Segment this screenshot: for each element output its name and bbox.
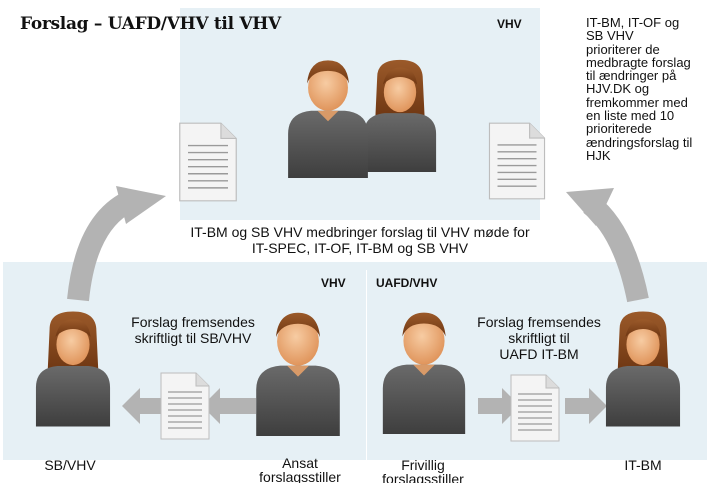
right-panel-tag: UAFD/VHV — [376, 276, 438, 290]
sbvhv-label: SB/VHV — [44, 457, 96, 473]
top-panel — [180, 8, 540, 220]
arrow-icon — [202, 388, 256, 424]
left-panel-tag: VHV — [321, 276, 346, 290]
ansat-label: Ansat forslagsstiller — [259, 456, 341, 483]
female-person-icon — [34, 304, 112, 432]
itbm-label: IT-BM — [624, 457, 662, 473]
male-person-icon — [282, 52, 374, 178]
right-panel-text: Forslag fremsendes skriftligt til UAFD I… — [477, 314, 601, 362]
meeting-text: IT-BM og SB VHV medbringer forslag til V… — [190, 224, 530, 256]
arrow-icon — [122, 388, 164, 424]
side-note: IT-BM, IT-OF og SB VHV prioriterer de me… — [586, 15, 693, 163]
bottom-panel — [3, 262, 707, 460]
document-icon — [488, 122, 546, 200]
top-panel-tag: VHV — [497, 17, 522, 31]
document-icon — [510, 374, 560, 442]
document-icon — [178, 122, 238, 202]
page-title: Forslag – UAFD/VHV til VHV — [20, 14, 281, 34]
frivillig-label: Frivillig forslagsstiller — [382, 458, 464, 483]
arrow-icon — [566, 188, 649, 303]
arrow-icon — [565, 388, 607, 424]
arrow-icon — [67, 186, 166, 302]
panel-divider — [366, 270, 367, 460]
left-panel-text: Forslag fremsendes skriftligt til SB/VHV — [131, 314, 255, 346]
document-icon — [160, 372, 210, 440]
